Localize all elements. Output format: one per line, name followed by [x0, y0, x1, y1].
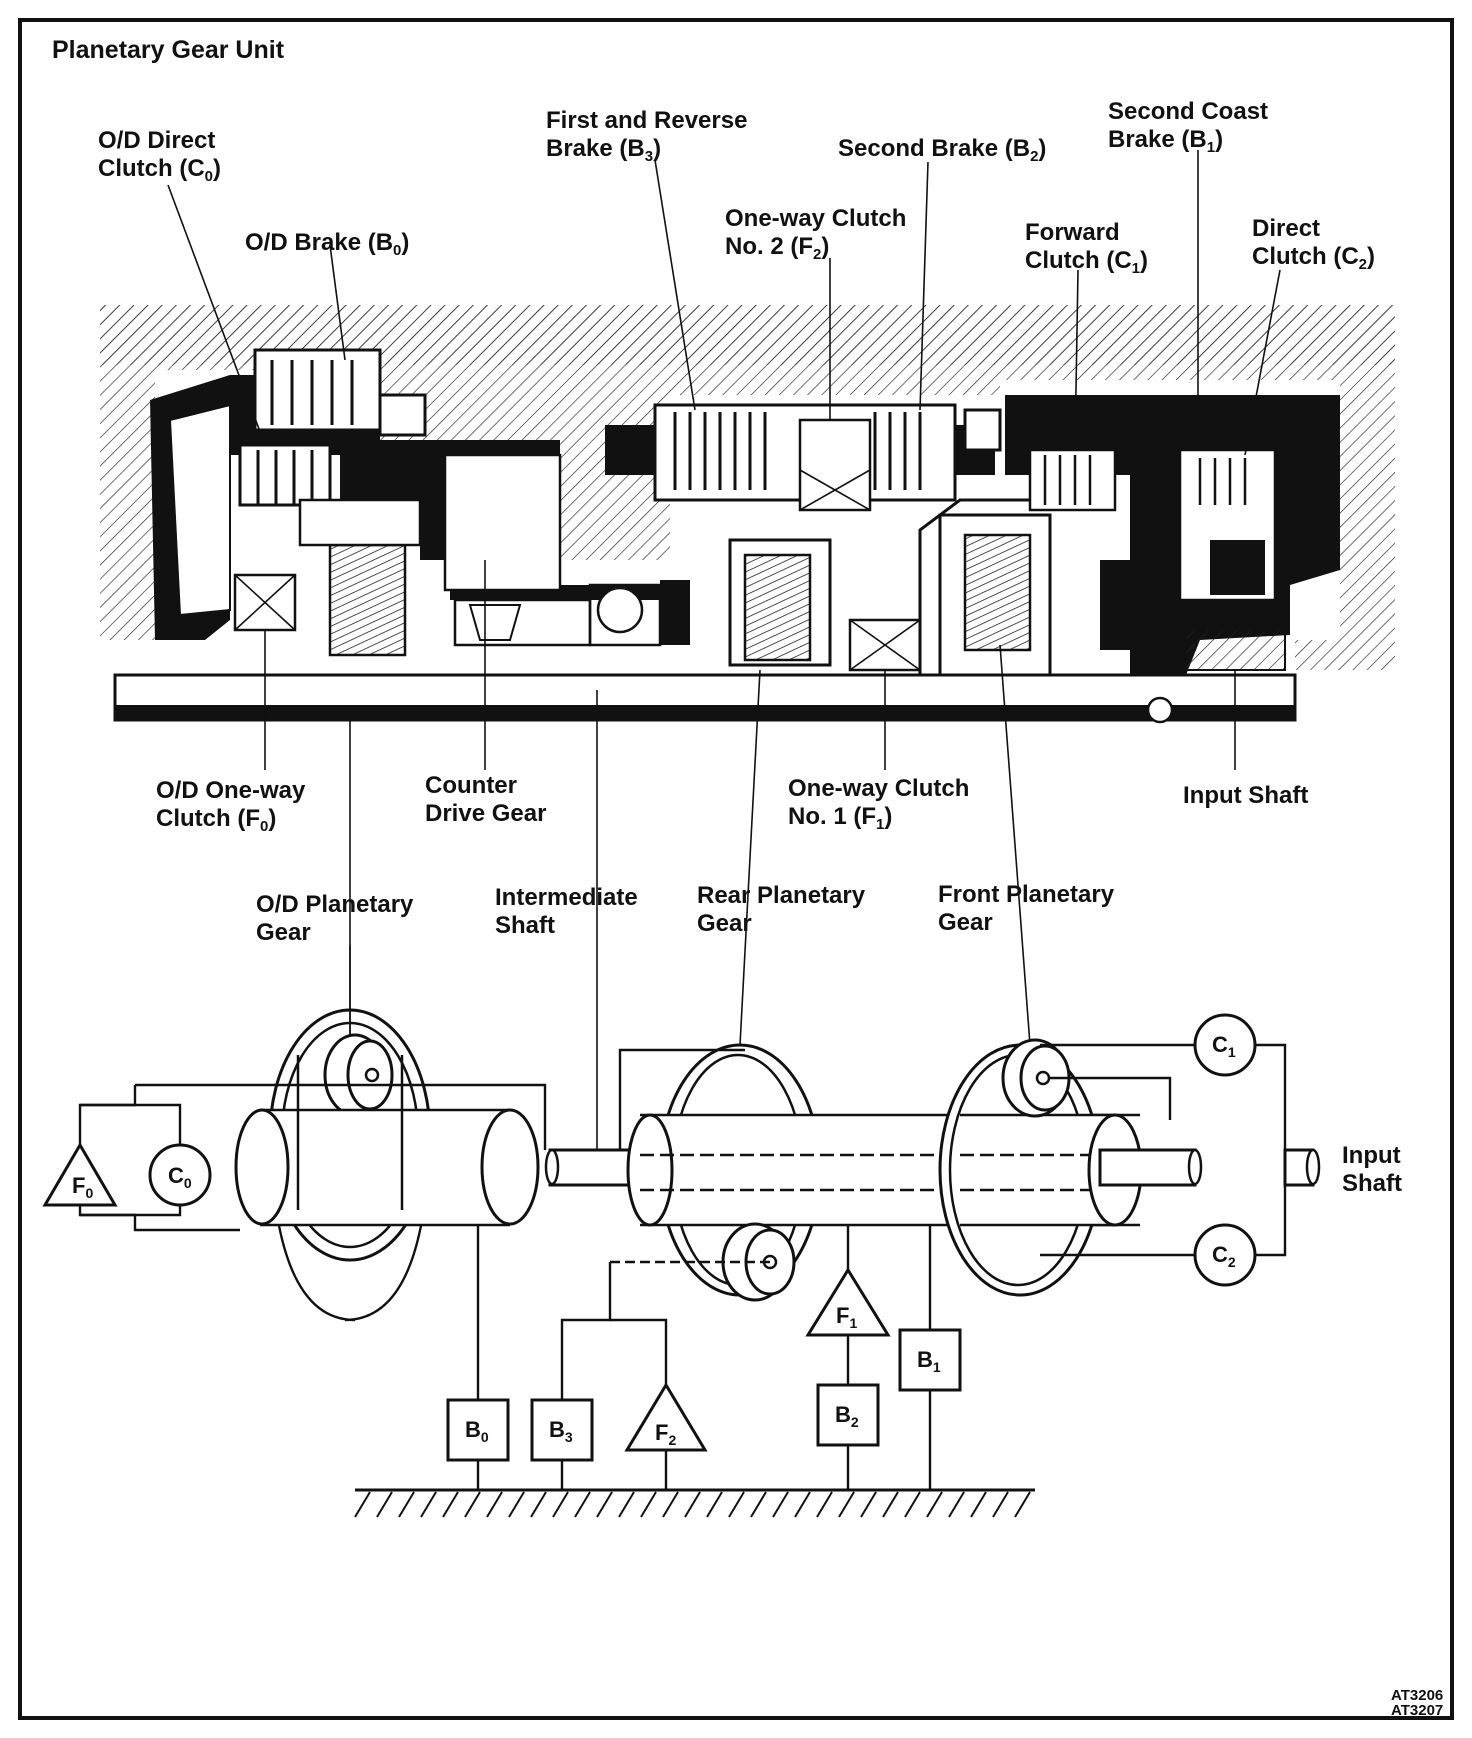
label-first-reverse-brake: First and Reverse Brake (B3) — [546, 107, 747, 165]
symbol-B2 — [816, 1383, 880, 1447]
label-front-planetary-gear: Front Planetary Gear — [938, 881, 1115, 936]
label-direct-clutch: Direct Clutch (C2) — [1252, 215, 1375, 273]
svg-text:Input: Input — [1342, 1142, 1401, 1169]
svg-text:AT3207: AT3207 — [1391, 1702, 1443, 1719]
label-second-coast-brake: Second Coast Brake (B1) — [1108, 98, 1268, 156]
svg-text:O/D One-way: O/D One-way — [156, 777, 306, 804]
transmission-cross-section — [100, 305, 1395, 724]
symbol-B2-label: B2 — [835, 1402, 859, 1430]
symbol-B0-label: B0 — [465, 1417, 489, 1445]
svg-text:Counter: Counter — [425, 772, 517, 799]
symbol-B1 — [898, 1328, 962, 1392]
svg-text:One-way Clutch: One-way Clutch — [725, 205, 906, 232]
cross-section-leaders — [167, 150, 1281, 770]
svg-text:Clutch (C1): Clutch (C1) — [1025, 247, 1148, 277]
svg-text:Gear: Gear — [697, 910, 752, 937]
svg-text:Second Brake (B2): Second Brake (B2) — [838, 135, 1046, 165]
label-input-shaft-schematic: Input Shaft — [1342, 1142, 1402, 1197]
symbol-F2-label: F2 — [655, 1420, 676, 1448]
symbol-C0-label: C0 — [168, 1163, 192, 1191]
diagram-title: Planetary Gear Unit — [52, 36, 285, 64]
svg-text:Forward: Forward — [1025, 219, 1120, 246]
label-od-one-way-clutch: O/D One-way Clutch (F0) — [156, 777, 306, 835]
svg-text:Input Shaft: Input Shaft — [1183, 782, 1308, 809]
label-counter-drive-gear: Counter Drive Gear — [425, 772, 546, 827]
symbol-C1 — [1193, 1013, 1257, 1077]
svg-text:First and Reverse: First and Reverse — [546, 107, 747, 134]
svg-text:Shaft: Shaft — [1342, 1170, 1402, 1197]
symbol-B3 — [530, 1398, 594, 1462]
symbol-B3-label: B3 — [549, 1417, 573, 1445]
figure-codes: AT3206 AT3207 — [1391, 1687, 1443, 1719]
symbol-C2-label: C2 — [1212, 1242, 1236, 1270]
symbol-B0 — [446, 1398, 510, 1462]
schematic-labels: O/D Planetary Gear Intermediate Shaft Re… — [256, 881, 1402, 1197]
svg-text:Gear: Gear — [256, 919, 311, 946]
svg-text:Second Coast: Second Coast — [1108, 98, 1268, 125]
ground-connections: B0 B3 F2 F1 B2 B1 — [446, 1225, 962, 1490]
svg-text:O/D Planetary: O/D Planetary — [256, 891, 414, 918]
svg-text:Clutch (C2): Clutch (C2) — [1252, 243, 1375, 273]
ground-hatch — [354, 1488, 1035, 1518]
svg-text:Brake (B1): Brake (B1) — [1108, 126, 1223, 156]
label-od-brake: O/D Brake (B0) — [245, 229, 409, 259]
label-intermediate-shaft: Intermediate Shaft — [495, 884, 638, 939]
symbol-C2 — [1193, 1223, 1257, 1287]
symbol-B1-label: B1 — [917, 1347, 941, 1375]
svg-text:No. 2 (F2): No. 2 (F2) — [725, 233, 829, 263]
symbol-F2 — [624, 1382, 708, 1452]
svg-text:Clutch (C0): Clutch (C0) — [98, 155, 221, 185]
label-second-brake: Second Brake (B2) — [838, 135, 1046, 165]
rear-planetary-wiring — [618, 1043, 1287, 1257]
label-od-planetary-gear: O/D Planetary Gear — [256, 891, 414, 946]
label-rear-planetary-gear: Rear Planetary Gear — [697, 882, 866, 937]
svg-text:AT3206: AT3206 — [1391, 1687, 1443, 1704]
f0-c0-group: F0 C0 — [42, 1083, 547, 1232]
symbol-F1 — [805, 1267, 891, 1337]
svg-text:Clutch (F0): Clutch (F0) — [156, 805, 276, 835]
svg-text:Front Planetary: Front Planetary — [938, 881, 1115, 908]
svg-text:Shaft: Shaft — [495, 912, 555, 939]
svg-text:Brake (B3): Brake (B3) — [546, 135, 661, 165]
schematic-leaders — [349, 644, 1031, 1150]
figure-border — [18, 18, 1454, 1720]
c1-c2-input-group: C1 C2 — [1193, 1013, 1321, 1287]
svg-text:O/D Direct: O/D Direct — [98, 127, 215, 154]
svg-text:Intermediate: Intermediate — [495, 884, 638, 911]
svg-text:One-way Clutch: One-way Clutch — [788, 775, 969, 802]
svg-text:No. 1 (F1): No. 1 (F1) — [788, 803, 892, 833]
symbol-C1-label: C1 — [1212, 1032, 1236, 1060]
label-input-shaft-section: Input Shaft — [1183, 782, 1308, 809]
symbol-F1-label: F1 — [836, 1303, 857, 1331]
label-one-way-clutch-1: One-way Clutch No. 1 (F1) — [788, 775, 969, 833]
label-one-way-clutch-2: One-way Clutch No. 2 (F2) — [725, 205, 906, 263]
od-planetary-set — [234, 1008, 540, 1322]
svg-text:Gear: Gear — [938, 909, 993, 936]
svg-text:Drive Gear: Drive Gear — [425, 800, 546, 827]
symbol-F0 — [42, 1142, 118, 1207]
front-planetary-set — [938, 1038, 1203, 1297]
symbol-C0 — [148, 1143, 212, 1207]
symbol-F0-label: F0 — [72, 1173, 93, 1201]
label-forward-clutch: Forward Clutch (C1) — [1025, 219, 1148, 277]
svg-text:Rear Planetary: Rear Planetary — [697, 882, 866, 909]
svg-text:O/D Brake (B0): O/D Brake (B0) — [245, 229, 409, 259]
label-od-direct-clutch: O/D Direct Clutch (C0) — [98, 127, 221, 185]
svg-text:Direct: Direct — [1252, 215, 1320, 242]
